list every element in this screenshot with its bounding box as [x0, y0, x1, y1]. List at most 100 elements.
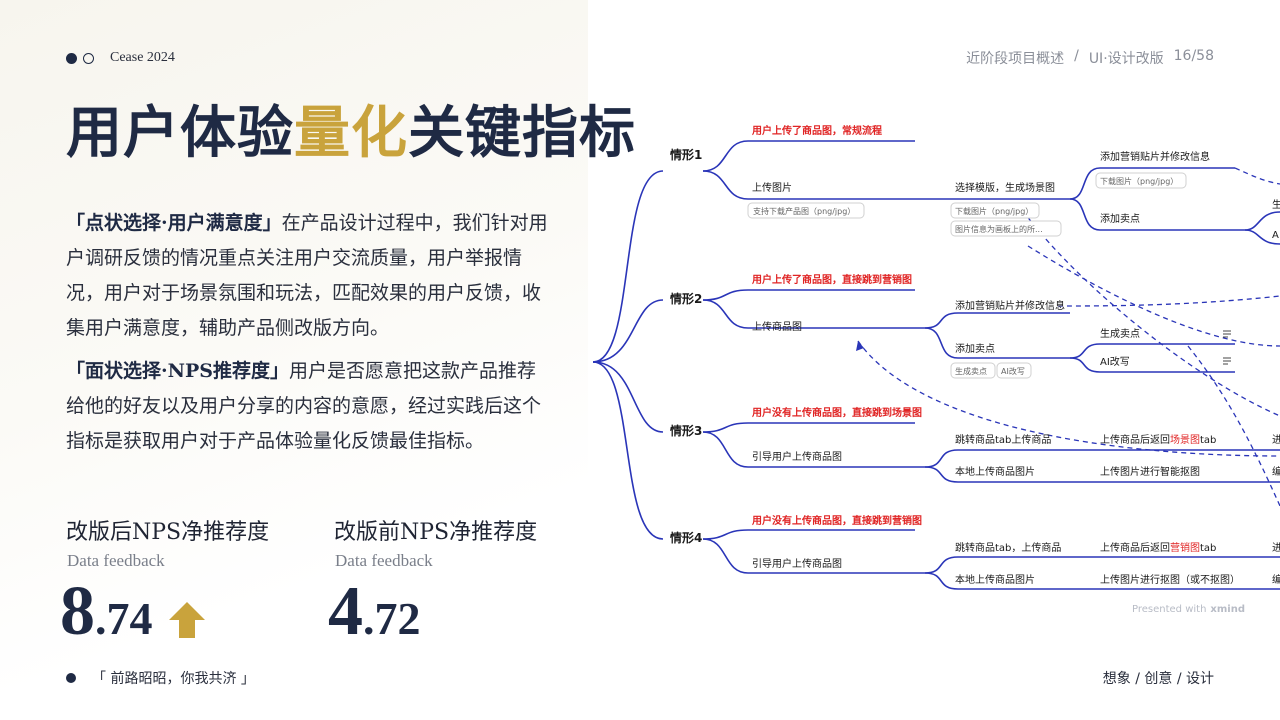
arrow-up-icon: [169, 602, 205, 638]
quote: 「 前路昭昭，你我共济 」: [66, 668, 255, 688]
relation-line: [1187, 345, 1280, 507]
connector: [702, 140, 915, 172]
title-part2: 关键指标: [408, 100, 636, 166]
branch-label: 引导用户上传商品图: [752, 557, 842, 570]
connector: [1244, 229, 1280, 245]
connector: [924, 466, 1280, 483]
connector: [924, 572, 1280, 590]
branch-label: 引导用户上传商品图: [752, 450, 842, 463]
metric-before-sub: Data feedback: [335, 551, 433, 570]
quote-text: 「 前路昭昭，你我共济 」: [92, 671, 255, 687]
note-icon: [1223, 330, 1231, 338]
tag-chip: [747, 202, 865, 219]
branch-label: 添加卖点: [955, 342, 995, 355]
branch-label-clipped: 编: [1272, 465, 1280, 478]
branch-label: 上传图片进行智能抠图: [1100, 465, 1200, 478]
branch-label: 跳转商品tab上传商品: [955, 433, 1051, 446]
branch-label: 添加营销贴片并修改信息: [1100, 150, 1210, 163]
connector: [1069, 198, 1245, 231]
title-part1: 用户体验: [66, 100, 294, 166]
connector: [1244, 211, 1280, 231]
paragraph-satisfaction: 「点状选择·用户满意度」在产品设计过程中，我们针对用户调研反馈的情况重点关注用户…: [66, 206, 550, 346]
branch-label: 本地上传商品图片: [955, 465, 1035, 478]
filled-dot-icon: [66, 52, 77, 64]
metric-before-dec: .72: [363, 593, 421, 644]
branch-label-highlight: 场景图: [1170, 433, 1200, 446]
tag-chip: [950, 362, 996, 379]
ring-dot-icon: [83, 52, 94, 64]
branch-label: 上传商品图: [752, 320, 802, 333]
branch-label-part: 上传商品后返回: [1100, 433, 1170, 446]
tag-text: AI改写: [1001, 366, 1025, 376]
connector-case4: [592, 361, 664, 540]
paragraph-body: 在产品设计过程中，我们针对用户调研反馈的情况重点关注用户交流质量，用户举报情况，…: [66, 212, 548, 339]
case-label: 情形1: [670, 147, 702, 162]
connector-case3: [592, 361, 664, 433]
brand: Cease 2024: [66, 50, 175, 66]
branch-label: 上传图片: [752, 181, 792, 194]
watermark-brand: xmind: [1210, 604, 1245, 615]
branch-label-part: tab: [1200, 435, 1216, 446]
relation-line: [1057, 295, 1280, 307]
branch-label-clipped: 编: [1272, 573, 1280, 586]
connector-case2: [592, 299, 664, 363]
page-number: 16/58: [1173, 48, 1214, 64]
branch-label-part: 上传商品后返回: [1100, 541, 1170, 554]
mindmap: 情形1 情形2 情形3 情形4 用户上传了商品图，常规流程 上传图片 支持下载产…: [592, 124, 1280, 615]
branch-red-label: 用户上传了商品图，直接跳到营销图: [751, 273, 912, 286]
metric-before-int: 4: [328, 573, 363, 650]
branch-label-highlight: 营销图: [1170, 541, 1200, 554]
connector: [924, 312, 1070, 329]
branch-label: 上传图片进行抠图（或不抠图）: [1100, 573, 1240, 586]
connector: [702, 289, 915, 301]
connector: [924, 327, 1070, 359]
branch-label: 添加卖点: [1100, 212, 1140, 225]
branch-label: 上传商品后返回场景图tab: [1100, 433, 1216, 446]
brand-text: Cease 2024: [110, 50, 175, 65]
tag-chip: [950, 220, 1062, 237]
metric-after-value: 8.74: [60, 572, 153, 652]
metric-after-label: 改版后NPS净推荐度: [66, 520, 270, 545]
connector: [924, 449, 1280, 468]
branch-label-part: tab: [1200, 543, 1216, 554]
connector: [702, 170, 935, 200]
tag-text: 支持下载产品图（png/jpg）: [753, 206, 855, 216]
page-title: 用户体验量化关键指标: [66, 88, 636, 169]
connector: [1069, 343, 1235, 359]
connector: [1069, 357, 1235, 373]
breadcrumb-section: 近阶段项目概述: [966, 51, 1065, 67]
tag-text: 生成卖点: [955, 366, 987, 376]
title-highlight: 量化: [294, 100, 408, 166]
footer-tagline: 想象 / 创意 / 设计: [1102, 671, 1214, 687]
tag-text: 下载图片（png/jpg）: [955, 206, 1033, 216]
branch-label-clipped: 进: [1272, 434, 1280, 446]
connector: [702, 538, 925, 574]
connector: [702, 529, 915, 540]
branch-label-clipped: 生: [1272, 198, 1280, 211]
branch-red-label: 用户没有上传商品图，直接跳到营销图: [751, 514, 922, 527]
metric-after-dec: .74: [95, 593, 153, 644]
connector: [1069, 167, 1235, 200]
paragraph-body: 用户是否愿意把这款产品推荐给他的好友以及用户分享的内容的意愿，经过实践后这个指标…: [66, 360, 542, 452]
metric-after-int: 8: [60, 573, 95, 650]
arrowhead-icon: [856, 341, 864, 351]
case-label: 情形4: [670, 530, 702, 545]
connector: [702, 299, 925, 329]
branch-label-clipped: A: [1272, 230, 1279, 241]
connector: [924, 556, 1280, 574]
branch-red-label: 用户没有上传商品图，直接跳到场景图: [751, 406, 922, 419]
tag-text: 下载图片（png/jpg）: [1100, 176, 1178, 186]
case-label: 情形3: [670, 423, 702, 438]
breadcrumb-separator: /: [1074, 48, 1079, 64]
paragraph-lead: 「点状选择·用户满意度」: [66, 212, 282, 234]
paragraph-nps: 「面状选择·NPS推荐度」用户是否愿意把这款产品推荐给他的好友以及用户分享的内容…: [66, 354, 550, 459]
branch-label: 上传商品后返回营销图tab: [1100, 541, 1216, 554]
tag-chip: [1095, 172, 1187, 189]
metric-before-label: 改版前NPS净推荐度: [334, 520, 538, 545]
bullet-dot-icon: [66, 673, 76, 683]
connector-case1: [592, 170, 664, 363]
branch-red-label: 用户上传了商品图，常规流程: [751, 124, 882, 137]
left-panel-background: [0, 0, 588, 720]
connector: [702, 431, 925, 468]
